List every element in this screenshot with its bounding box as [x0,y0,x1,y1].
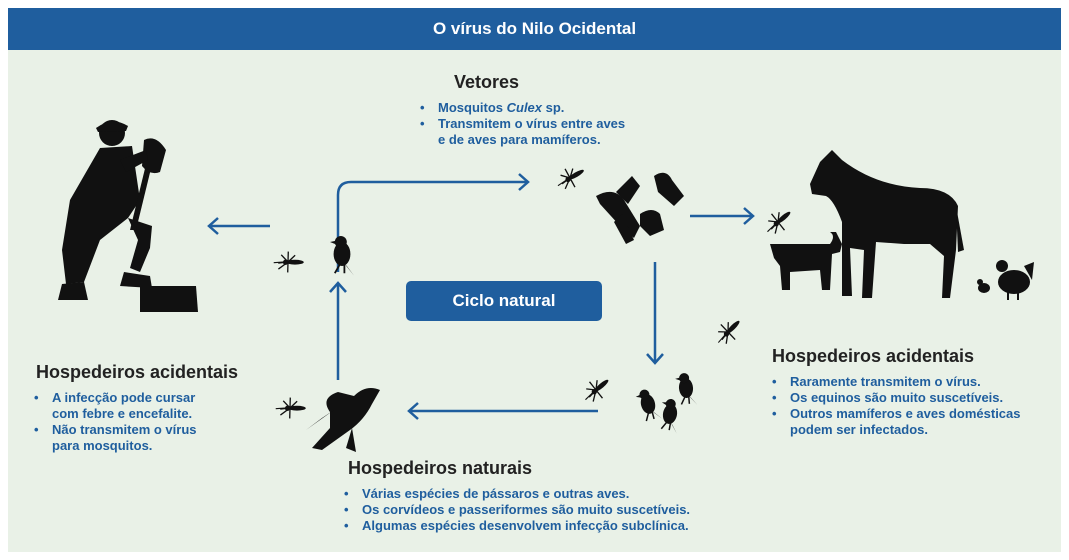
dog-icon [770,232,842,290]
eagle-icon [306,388,380,452]
mosquito-icon [711,315,748,348]
bird-icon [656,396,684,435]
bird-icon [329,235,355,277]
chicken-icon [977,260,1034,300]
vectors-heading: Vetores [454,72,520,92]
accidental-right-heading: Hospedeiros acidentais [772,346,975,366]
bird-icon [596,172,684,244]
accidental-right-item: Outros mamíferos e aves domésticaspodem … [768,406,1021,438]
accidental-left-heading: Hospedeiros acidentais [36,362,239,382]
accidental-right-item: Raramente transmitem o vírus. [768,374,1021,390]
accidental-right-item: Os equinos são muito suscetíveis. [768,390,1021,406]
vectors-item-1: Mosquitos Culex sp. [416,100,625,116]
natural-item: Algumas espécies desenvolvem infecção su… [340,518,690,534]
mosquito-icon [273,393,309,424]
diagram-background [8,8,1061,552]
natural-heading: Hospedeiros naturais [348,458,533,478]
farmer-icon [58,120,198,312]
natural-item: Os corvídeos e passeriformes são muito s… [340,502,690,518]
mosquito-icon [271,247,307,278]
natural-item: Várias espécies de pássaros e outras ave… [340,486,690,502]
accidental-right-list: Raramente transmitem o vírus. Os equinos… [768,374,1021,438]
mosquito-icon [554,164,588,191]
bird-icon [633,386,664,425]
horse-icon [810,150,964,298]
cycle-label: Ciclo natural [406,281,602,321]
culex-italic: Culex [506,100,543,115]
bird-icon [673,371,699,408]
natural-list: Várias espécies de pássaros e outras ave… [340,486,690,534]
arrow-to-vectors [336,180,527,272]
mosquito-icon [579,374,615,405]
vectors-list: Mosquitos Culex sp. Transmitem o vírus e… [416,100,625,148]
title-bar: O vírus do Nilo Ocidental [8,8,1061,50]
mosquito-icon [761,206,797,237]
